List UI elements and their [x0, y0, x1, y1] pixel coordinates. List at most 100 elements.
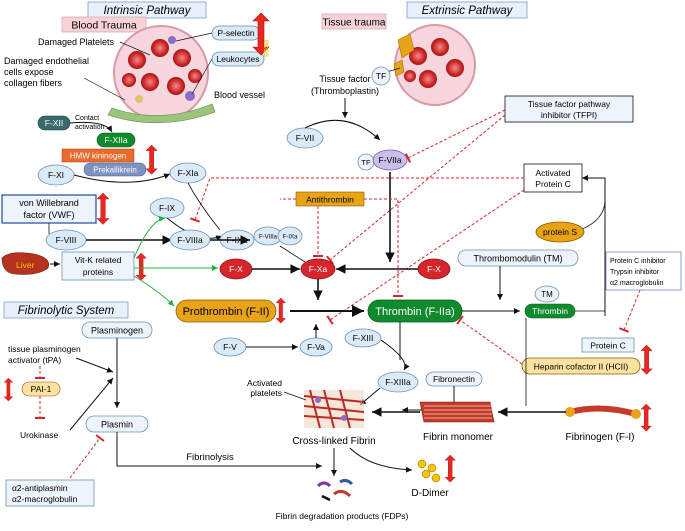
contact-activation-line2: activation	[75, 124, 105, 131]
f-xii-label: F-XII	[45, 118, 63, 128]
arrow-fvii-fviia	[304, 119, 381, 141]
f-ix-label: F-IX	[159, 203, 175, 213]
intrinsic-title-box	[87, 1, 207, 19]
plasmin-label: Plasmin	[101, 420, 133, 430]
prothrombin-label: Prothrombin (F-II)	[183, 306, 270, 318]
arrow-proteinc-activated	[582, 175, 606, 316]
tf-label-top: TF	[376, 71, 386, 81]
vitk-box	[61, 251, 135, 281]
activated-protein-c-line1: Activated	[536, 168, 571, 178]
tissue-trauma-box	[321, 13, 387, 30]
pcos-icon-vitk	[135, 252, 147, 281]
svg-text:PCOS: PCOS	[262, 40, 268, 57]
pcos-icon-vwf	[96, 192, 110, 225]
damaged-platelets-label: Damaged Platelets	[38, 37, 115, 47]
antithrombin-inhibit-thrombin	[364, 198, 403, 297]
protein-c-inhib-line2: Trypsin inhibitor	[610, 269, 660, 276]
thrombin-label: Thrombin (F-IIa)	[375, 306, 454, 318]
f-x-left-label: F-X	[229, 264, 243, 274]
tfpi-inhibit-fxa	[326, 114, 506, 265]
damaged-platelets-pointer	[119, 41, 151, 56]
prekallikrein-label: Prekallikrein	[93, 166, 137, 175]
urokinase-label: Urokinase	[20, 430, 59, 440]
tm-small-label: TM	[541, 290, 553, 299]
pcos-icon-fibrinogen	[640, 403, 652, 432]
fdps-label: Fibrin degradation products (FDPs)	[276, 511, 409, 521]
tissue-factor-line1: Tissue factor	[319, 74, 370, 84]
f-viia-label: F-VIIa	[378, 155, 401, 165]
f-xiia-node	[96, 132, 136, 148]
pcos-icon-hcii	[640, 344, 653, 375]
pcos-icon-prekallikrein	[145, 144, 158, 175]
tpa-line2: activator (tPA)	[8, 355, 61, 365]
blood-trauma-label: Blood Trauma	[71, 20, 137, 32]
f-xiiia-node	[377, 371, 419, 393]
protein-s-link	[579, 199, 606, 231]
cross-linked-fibrin-icon	[303, 389, 365, 429]
liver-icon	[1, 252, 49, 275]
tissue-factor-line2: (Thromboplastin)	[311, 86, 379, 96]
arrow-fxi-fxia	[73, 173, 171, 183]
fibrinolytic-title: Fibrinolytic System	[18, 305, 115, 317]
f-xiiia-label: F-XIIIa	[385, 377, 411, 387]
fibrinogen-icon	[565, 405, 641, 419]
arrow-plasmin-fdps	[116, 432, 322, 469]
tfpi-inhibit-fviia	[404, 109, 506, 163]
vwf-box	[1, 194, 97, 224]
hcii-inhibit-thrombin	[456, 315, 523, 365]
vitk-line1: Vit-K related	[75, 255, 122, 265]
tfpi-line1: Tissue factor pathway	[528, 99, 611, 109]
antiplasmin-line2: α2-macroglobulin	[12, 494, 78, 504]
fibrin-monomer-label: Fibrin monomer	[423, 432, 494, 443]
d-dimer-label: D-Dimer	[411, 488, 449, 499]
pai1-box	[21, 381, 61, 397]
tf-node-top	[371, 66, 391, 86]
damaged-endothelial-line2: cells expose	[4, 67, 54, 77]
arrow-fxiii-fxiiia	[380, 339, 410, 371]
contact-activation-line1: Contact	[75, 115, 99, 122]
activated-protein-c-line2: Protein C	[535, 179, 570, 189]
intrinsic-title: Intrinsic Pathway	[104, 5, 192, 17]
arrow-fxii-fxiia	[69, 121, 113, 133]
protein-c-box	[581, 337, 635, 353]
fibrinolytic-title-box	[3, 301, 129, 319]
f-ixa-complex-label: F-IXa	[283, 235, 298, 241]
d-dimer-icon	[417, 459, 441, 483]
blood-vessel-icon	[107, 25, 216, 124]
vwf-line1: von Willebrand	[19, 198, 79, 208]
protein-c-inhibitor-box	[605, 251, 682, 291]
antiplasmin-line1: α2-antiplasmin	[12, 483, 68, 493]
damaged-endothelial-line3: collagen fibers	[4, 78, 63, 88]
f-vii-label: F-VII	[296, 133, 314, 143]
fibrinogen-label: Fibrinogen (F-I)	[566, 432, 635, 443]
activated-platelets-pointer	[283, 391, 307, 401]
p-selectin-label: P-selectin	[217, 28, 255, 38]
arrow-fibrin-ddimer	[349, 447, 413, 473]
vitk-to-fix-green	[133, 215, 166, 259]
thrombomodulin-box	[457, 249, 579, 267]
f-viii-label: F-VIII	[56, 235, 77, 245]
blood-trauma-box	[61, 16, 147, 33]
protein-s-label: protein S	[543, 227, 577, 237]
fibronectin-label: Fibronectin	[433, 374, 475, 384]
prekallikrein-node	[83, 162, 147, 177]
vwf-line2: factor (VWF)	[24, 210, 75, 220]
plasminogen-label: Plasminogen	[91, 326, 143, 336]
extrinsic-title-box	[406, 1, 528, 19]
fibrinolysis-label: Fibrinolysis	[186, 452, 234, 463]
blood-vessel-label: Blood vessel	[214, 90, 265, 100]
leukocytes-label: Leukocytes	[217, 54, 260, 64]
fxia-activates-fix	[187, 182, 221, 231]
complex-to-fxa-link	[279, 245, 306, 263]
heparin-cofactor-label: Heparin cofactor II (HCII)	[534, 362, 629, 372]
leukocytes-pointer	[191, 58, 213, 95]
tissue-vessel-icon	[393, 24, 476, 106]
f-va-label: F-Va	[307, 342, 325, 352]
f-xi-label: F-XI	[48, 170, 64, 180]
tfpi-line2: inhibitor (TFPI)	[541, 110, 597, 120]
f-xa-label: F-Xa	[309, 264, 328, 274]
protein-c-inhib-line1: Protein C inhibitor	[610, 258, 666, 265]
damaged-endothelial-line1: Damaged endothelial	[4, 56, 89, 66]
activated-protein-c-box	[523, 163, 583, 193]
